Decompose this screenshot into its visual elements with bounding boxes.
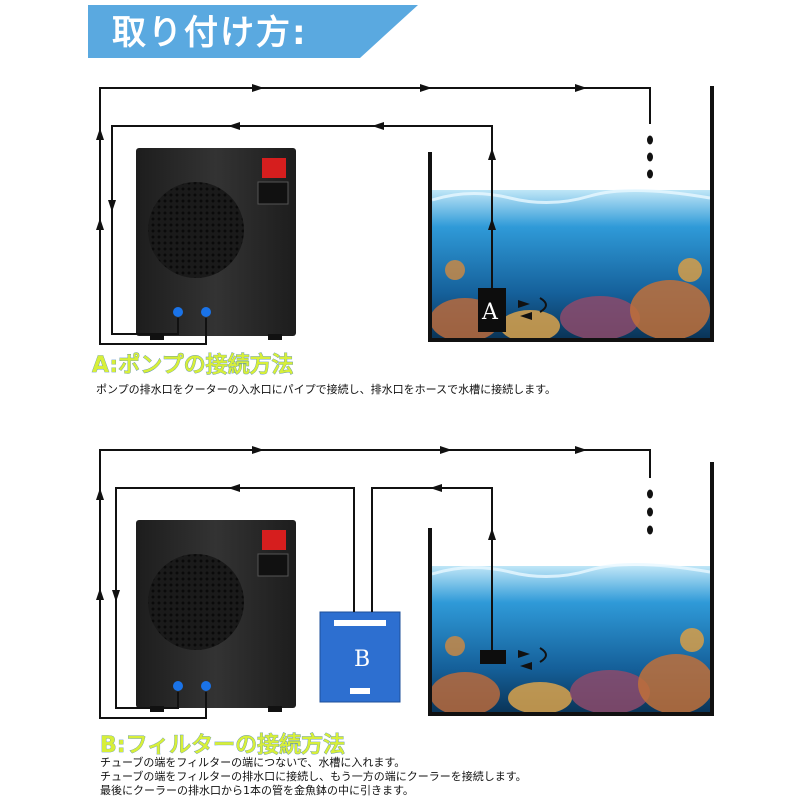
- water-drops-a: [647, 135, 653, 179]
- water-drop-icon: [647, 489, 653, 499]
- section-b-line-3: 最後にクーラーの排水口から1本の管を金魚鉢の中に引きます。: [100, 783, 414, 797]
- flow-arrow-icon: [252, 446, 264, 454]
- flow-arrow-icon: [430, 484, 442, 492]
- section-b-diagram: B: [96, 446, 714, 719]
- flow-arrow-icon: [420, 84, 432, 92]
- flow-arrow-icon: [228, 122, 240, 130]
- inlet-port-icon: [173, 681, 183, 691]
- filter-slot-top: [334, 620, 386, 626]
- water-drop-icon: [647, 152, 653, 162]
- water-drop-icon: [647, 169, 653, 179]
- flow-arrow-icon: [96, 128, 104, 140]
- flow-arrow-icon: [252, 84, 264, 92]
- water-drops-b: [647, 489, 653, 535]
- section-b-line-1: チューブの端をフィルターの端につないで、水槽に入れます。: [100, 755, 405, 769]
- flow-arrow-icon: [488, 528, 496, 540]
- pipe-chiller-to-tank: [99, 449, 651, 719]
- water-drop-icon: [647, 525, 653, 535]
- red-power-switch-icon[interactable]: [262, 158, 286, 178]
- aquarium-tank-a: [428, 86, 714, 342]
- title-banner: 取り付け方:: [88, 5, 418, 58]
- tank-walls: [428, 86, 714, 342]
- power-socket-icon: [257, 553, 289, 577]
- flow-arrow-icon: [488, 148, 496, 160]
- flow-arrow-icon: [96, 588, 104, 600]
- flow-arrow-icon: [112, 590, 120, 602]
- chiller-unit-b[interactable]: [136, 520, 296, 712]
- pump-b[interactable]: [480, 650, 506, 664]
- section-a-line-1: ポンプの排水口をクーターの入水口にパイプで接続し、排水口をホースで水槽に接続しま…: [96, 382, 556, 396]
- power-socket-icon: [257, 181, 289, 205]
- filter-slot-bottom: [350, 688, 370, 694]
- water-drop-icon: [647, 507, 653, 517]
- water-drop-icon: [647, 135, 653, 145]
- flow-arrow-icon: [440, 446, 452, 454]
- pump-body: [478, 288, 506, 332]
- pipes-b: [96, 446, 651, 719]
- rotation-arrow-icon: [518, 297, 547, 320]
- flow-arrow-icon: [96, 488, 104, 500]
- tank-walls: [428, 462, 714, 716]
- outlet-port-icon: [201, 681, 211, 691]
- rotation-arrow-icon: [518, 647, 547, 670]
- flow-arrow-icon: [96, 218, 104, 230]
- pipe-chiller-to-tank: [99, 87, 651, 345]
- pump-a[interactable]: A: [478, 288, 506, 332]
- filter-body: [319, 611, 401, 703]
- flow-arrow-icon: [108, 200, 116, 212]
- flow-arrow-icon: [228, 484, 240, 492]
- coral-reef: [430, 628, 714, 716]
- flow-arrow-icon: [575, 84, 587, 92]
- red-power-switch-icon[interactable]: [262, 530, 286, 550]
- fan-grille: [148, 182, 244, 278]
- section-a-diagram: A: [96, 84, 714, 345]
- section-a-title: A:ポンプの接続方法: [92, 352, 294, 378]
- section-b-title: B:フィルターの接続方法: [100, 732, 345, 758]
- filter-label: B: [354, 647, 370, 672]
- banner-title: 取り付け方:: [112, 13, 308, 53]
- filter-b[interactable]: B: [319, 611, 401, 703]
- fan-grille: [148, 554, 244, 650]
- flow-arrow-icon: [372, 122, 384, 130]
- banner-background: [88, 5, 418, 58]
- chiller-unit-a[interactable]: [136, 148, 296, 340]
- section-b-line-2: チューブの端をフィルターの排水口に接続し、もう一方の端にクーラーを接続します。: [100, 769, 527, 783]
- flow-arrow-icon: [575, 446, 587, 454]
- inlet-port-icon: [173, 307, 183, 317]
- pipes-a: [96, 84, 651, 345]
- pump-label: A: [481, 300, 499, 325]
- flow-arrow-icon: [488, 218, 496, 230]
- aquarium-tank-b: [428, 462, 714, 716]
- outlet-port-icon: [201, 307, 211, 317]
